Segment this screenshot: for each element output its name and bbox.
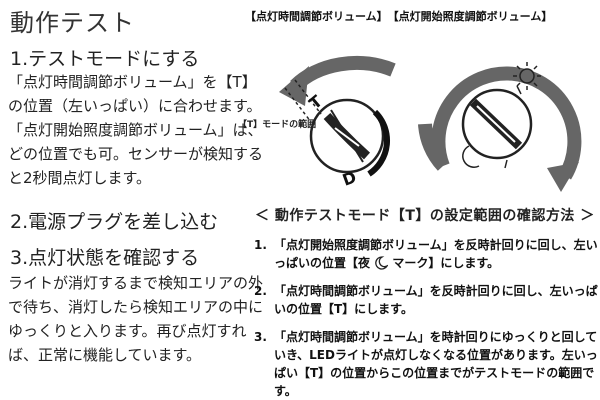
knob-diagram: T D (279, 56, 582, 192)
arrow-counterclockwise-icon (279, 56, 396, 106)
t-range-label: 【T】モードの範囲 (238, 120, 317, 130)
method-item-number: 1. (254, 238, 267, 252)
moon-icon (462, 145, 480, 168)
time-knob (309, 98, 385, 174)
moon-icon (375, 256, 389, 270)
method-title: ＜ 動作テストモード【T】の設定範囲の確認方法 ＞ (255, 208, 595, 224)
step3-title: 3.点灯状態を確認する (10, 247, 200, 269)
method-item-number: 2. (254, 284, 267, 298)
step2-title: 2.電源プラグを差し込む (10, 211, 219, 233)
step1-body: 「点灯時間調節ボリューム」を【T】の位置（左いっぱい）に合わせます。「点灯開始照… (8, 73, 264, 187)
step1-title: 1.テストモードにする (10, 48, 200, 70)
page-title: 動作テスト (10, 9, 135, 37)
method-item-text: 「点灯時間調節ボリューム」を時計回りにゆっくりと回していき、LEDライトが点灯し… (274, 330, 598, 398)
method-item-number: 3. (254, 330, 267, 344)
lux-ticks (504, 85, 522, 169)
method-item-3: 3. 「点灯時間調節ボリューム」を時計回りにゆっくりと回していき、LEDライトが… (254, 328, 600, 400)
time-scale-arc (367, 109, 390, 177)
knob-letter-d: D (340, 167, 359, 189)
method-item-1: 1. 「点灯開始照度調節ボリューム」を反時計回りに回し、左いっぱいの位置【夜 マ… (254, 236, 600, 272)
time-knob-label: 【点灯時間調節ボリューム】 (245, 10, 388, 23)
method-item-text-end: マーク】にします。 (388, 256, 500, 270)
t-range-marker (284, 79, 322, 123)
method-item-text: 「点灯開始照度調節ボリューム」を反時計回りに回し、左いっぱいの位置【夜 (274, 238, 598, 270)
lux-knob-label: 【点灯開始照度調節ボリューム】 (387, 10, 553, 23)
step3-body: ライトが消灯するまで検知エリアの外で待ち、消灯したら検知エリアの中にゆっくりと入… (8, 274, 264, 364)
method-item-2: 2. 「点灯時間調節ボリューム」を反時計回りに回し、左いっぱいの位置【T】にしま… (254, 282, 600, 318)
lux-track-arc (431, 66, 582, 180)
knob-labels: 【点灯時間調節ボリューム】【点灯開始照度調節ボリューム】 (245, 8, 600, 24)
arrow-clockwise-icon (418, 123, 579, 192)
sun-icon (513, 62, 541, 90)
method-item-text: 「点灯時間調節ボリューム」を反時計回りに回し、左いっぱいの位置【T】にします。 (274, 284, 598, 316)
lux-knob (461, 88, 533, 160)
